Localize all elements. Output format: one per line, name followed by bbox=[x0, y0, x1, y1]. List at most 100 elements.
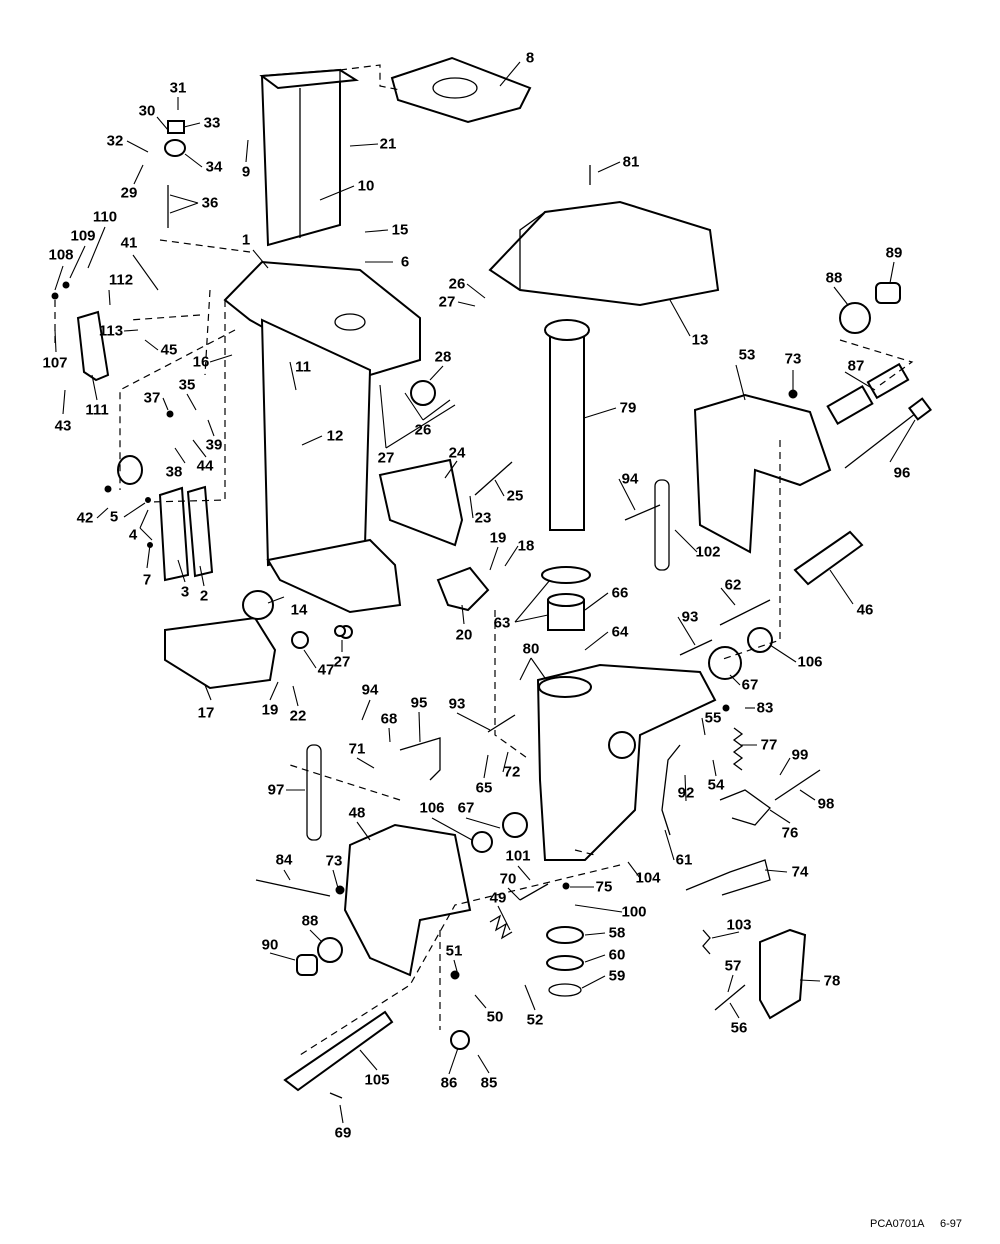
callout-50: 50 bbox=[486, 1008, 504, 1026]
drive-shaft-housing-part bbox=[223, 260, 421, 614]
callout-30: 30 bbox=[138, 102, 156, 120]
callout-7: 7 bbox=[142, 571, 152, 589]
bracket-part bbox=[378, 458, 490, 612]
callout-51: 51 bbox=[445, 942, 463, 960]
callout-57: 57 bbox=[724, 957, 742, 975]
fastener-dots bbox=[51, 281, 798, 980]
callout-27: 27 bbox=[438, 293, 456, 311]
callout-107: 107 bbox=[42, 354, 68, 372]
clamp-part bbox=[759, 928, 807, 1020]
callout-85: 85 bbox=[480, 1074, 498, 1092]
callout-45: 45 bbox=[160, 341, 178, 359]
callout-27: 27 bbox=[377, 449, 395, 467]
callout-104: 104 bbox=[635, 869, 661, 887]
callout-93: 93 bbox=[448, 695, 466, 713]
callout-53: 53 bbox=[738, 346, 756, 364]
bushing-part bbox=[541, 566, 591, 631]
callout-89: 89 bbox=[885, 244, 903, 262]
mount-part bbox=[76, 310, 110, 382]
nut-part bbox=[296, 282, 901, 976]
callout-74: 74 bbox=[791, 863, 809, 881]
callout-101: 101 bbox=[505, 847, 531, 865]
callout-41: 41 bbox=[120, 234, 138, 252]
callout-87: 87 bbox=[847, 357, 865, 375]
callout-11: 11 bbox=[295, 358, 311, 376]
assembly-guide-lines bbox=[54, 64, 914, 1056]
exhaust-housing-part bbox=[259, 68, 360, 247]
callout-20: 20 bbox=[455, 626, 473, 644]
callout-100: 100 bbox=[621, 903, 647, 921]
callout-35: 35 bbox=[178, 376, 196, 394]
callout-39: 39 bbox=[205, 436, 223, 454]
swivel-bracket-lower-part bbox=[536, 663, 717, 861]
plate-part bbox=[158, 485, 214, 582]
stern-bracket-left-part bbox=[343, 823, 472, 977]
callout-31: 31 bbox=[169, 79, 187, 97]
callout-111: 111 bbox=[85, 401, 109, 419]
callout-33: 33 bbox=[203, 114, 221, 132]
bar-part bbox=[283, 1010, 394, 1092]
callout-34: 34 bbox=[205, 158, 223, 176]
callout-5: 5 bbox=[109, 508, 119, 526]
callout-18: 18 bbox=[517, 537, 535, 555]
callout-26: 26 bbox=[448, 275, 466, 293]
callout-93: 93 bbox=[681, 608, 699, 626]
callout-19: 19 bbox=[489, 529, 507, 547]
callout-112: 112 bbox=[108, 271, 134, 289]
callout-42: 42 bbox=[76, 509, 94, 527]
callout-59: 59 bbox=[608, 967, 626, 985]
diagram-date: 6-97 bbox=[940, 1218, 963, 1230]
callout-88: 88 bbox=[825, 269, 843, 287]
callout-25: 25 bbox=[506, 487, 524, 505]
callout-55: 55 bbox=[704, 709, 722, 727]
callout-27: 27 bbox=[333, 653, 351, 671]
callout-38: 38 bbox=[165, 463, 183, 481]
callout-113: 113 bbox=[98, 322, 124, 340]
callout-80: 80 bbox=[522, 640, 540, 658]
callout-28: 28 bbox=[434, 348, 452, 366]
callout-83: 83 bbox=[756, 699, 774, 717]
tube-part bbox=[793, 530, 864, 586]
callout-24: 24 bbox=[448, 444, 466, 462]
link-part bbox=[306, 479, 771, 896]
rod-part bbox=[844, 397, 933, 469]
callout-79: 79 bbox=[619, 399, 637, 417]
callout-106: 106 bbox=[797, 653, 823, 671]
callout-29: 29 bbox=[120, 184, 138, 202]
callout-16: 16 bbox=[192, 353, 210, 371]
callout-13: 13 bbox=[691, 331, 709, 349]
callout-69: 69 bbox=[334, 1124, 352, 1142]
callout-73: 73 bbox=[325, 852, 343, 870]
pin-part bbox=[167, 165, 821, 1099]
callout-75: 75 bbox=[595, 878, 613, 896]
callout-70: 70 bbox=[499, 870, 517, 888]
callout-23: 23 bbox=[474, 509, 492, 527]
callout-64: 64 bbox=[611, 623, 629, 641]
callout-60: 60 bbox=[608, 946, 626, 964]
callout-77: 77 bbox=[760, 736, 778, 754]
callout-66: 66 bbox=[611, 584, 629, 602]
spring-part bbox=[489, 727, 744, 955]
callout-47: 47 bbox=[317, 661, 335, 679]
callout-61: 61 bbox=[675, 851, 693, 869]
callout-94: 94 bbox=[361, 681, 379, 699]
callout-48: 48 bbox=[348, 804, 366, 822]
callout-17: 17 bbox=[197, 704, 215, 722]
callout-36: 36 bbox=[201, 194, 219, 212]
callout-26: 26 bbox=[414, 421, 432, 439]
callout-99: 99 bbox=[791, 746, 809, 764]
callout-46: 46 bbox=[856, 601, 874, 619]
callout-4: 4 bbox=[128, 526, 138, 544]
callout-3: 3 bbox=[180, 583, 190, 601]
callout-67: 67 bbox=[457, 799, 475, 817]
callout-15: 15 bbox=[391, 221, 409, 239]
callout-22: 22 bbox=[289, 707, 307, 725]
callout-88: 88 bbox=[301, 912, 319, 930]
callout-84: 84 bbox=[275, 851, 293, 869]
callout-95: 95 bbox=[410, 694, 428, 712]
callout-81: 81 bbox=[622, 153, 640, 171]
callout-56: 56 bbox=[730, 1019, 748, 1037]
callout-12: 12 bbox=[326, 427, 344, 445]
callout-6: 6 bbox=[400, 253, 410, 271]
